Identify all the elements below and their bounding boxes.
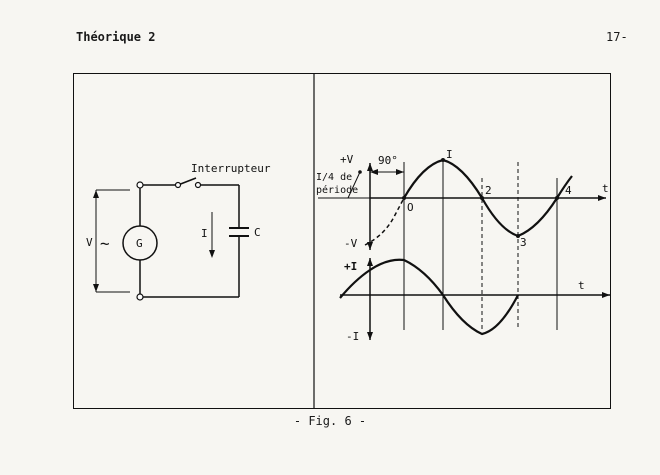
phase-label: 90° (378, 154, 398, 167)
quarter-period-leader (347, 171, 361, 199)
point-1-dot (441, 158, 445, 162)
voltage-curve (403, 158, 573, 238)
voltage-label: V (86, 236, 93, 249)
figure-caption: - Fig. 6 - (293, 414, 367, 428)
current-label: I (201, 227, 208, 240)
voltage-t-arrowhead (598, 195, 606, 201)
point-o-dot (402, 196, 406, 200)
minus-i-label: -I (346, 330, 359, 343)
header-title: Théorique 2 (76, 30, 156, 44)
generator-label: G (136, 237, 143, 250)
point-4-dot (555, 196, 559, 200)
current-curve (339, 258, 519, 336)
node-top-left (136, 181, 144, 189)
current-arrowhead (209, 250, 215, 258)
point-4-label: 4 (565, 184, 572, 197)
switch-label: Interrupteur (191, 162, 271, 175)
figure-frame (73, 73, 611, 409)
voltage-t-label: t (602, 182, 609, 195)
quarter-period-line2: période (316, 184, 358, 196)
generator-symbol (122, 225, 158, 261)
switch-contact-right (194, 181, 202, 189)
point-2-label: 2 (485, 184, 492, 197)
point-3-label: 3 (520, 236, 527, 249)
switch-lever (177, 177, 197, 186)
circuit-diagram (95, 177, 249, 298)
point-3-dot (516, 234, 520, 238)
leader-dot (358, 170, 362, 174)
point-1-label: I (446, 148, 453, 161)
node-bottom-left (136, 293, 144, 301)
quarter-period-line1: I/4 de (316, 172, 352, 183)
point-2-dot (480, 196, 484, 200)
voltage-curve-dashed (364, 197, 405, 246)
ac-symbol: ~ (100, 234, 110, 253)
plus-v-label: +V (340, 153, 354, 166)
current-t-arrowhead (602, 292, 610, 298)
phase-arrowheads (370, 169, 404, 175)
plus-i-label: +I (344, 260, 357, 273)
page-number: 17- (606, 30, 628, 44)
minus-v-label: -V (344, 237, 358, 250)
switch-contact-left (174, 181, 182, 189)
current-t-label: t (578, 279, 585, 292)
point-o-label: O (407, 201, 414, 214)
capacitor-label: C (254, 226, 261, 239)
